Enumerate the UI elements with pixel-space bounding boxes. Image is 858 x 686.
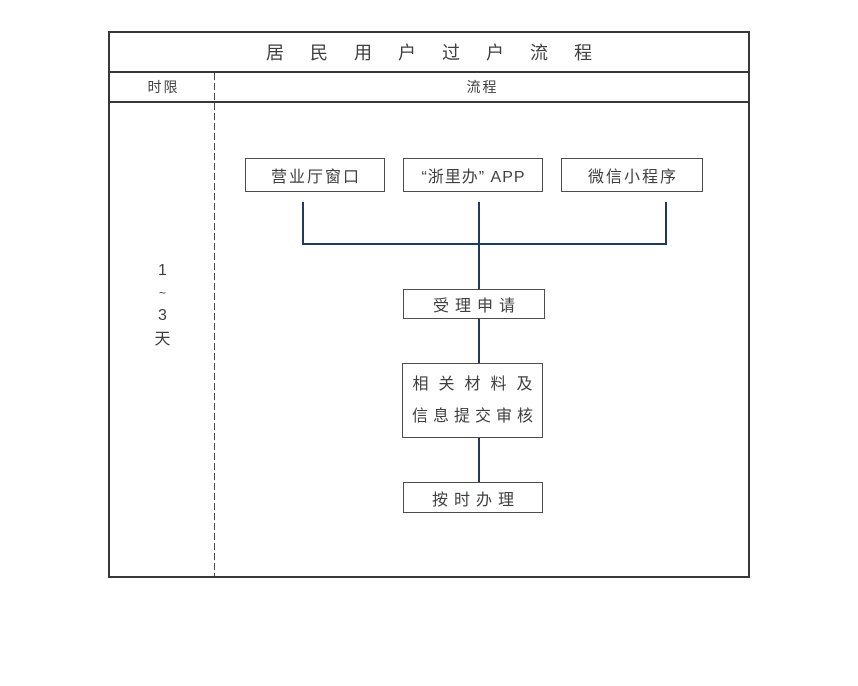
connector-line-from-wechat-mini-program xyxy=(665,202,667,243)
channel-box-label: 营业厅窗口 xyxy=(270,169,361,186)
step-box-label: 受理申请 xyxy=(432,298,521,315)
step-box-label-line-2: 信息提交审核 xyxy=(411,407,538,425)
title-row: 居民用户过户流程 xyxy=(110,33,748,73)
channel-box-label: “浙里办” APP xyxy=(421,169,526,186)
step-box-label-line-1: 相关材料及 xyxy=(412,375,543,393)
time-limit-value: 1 ~ 3 天 xyxy=(110,259,215,352)
time-limit-tilde: ~ xyxy=(158,286,166,300)
channel-box-business-hall-window: 营业厅窗口 xyxy=(245,158,385,192)
column-divider xyxy=(214,73,215,576)
step-box-materials-info-review: 相关材料及 信息提交审核 xyxy=(402,363,543,438)
time-limit-line-3: 3 xyxy=(158,307,167,324)
channel-box-wechat-mini-program: 微信小程序 xyxy=(561,158,703,192)
channel-box-label: 微信小程序 xyxy=(587,169,678,186)
step-box-accept-application: 受理申请 xyxy=(403,289,545,319)
column-header-time-limit: 时限 xyxy=(147,79,180,95)
connector-line-from-business-hall xyxy=(302,202,304,243)
step-box-label: 按时办理 xyxy=(431,491,520,509)
page-title: 居民用户过户流程 xyxy=(266,43,618,63)
connector-line-from-zheliban-app xyxy=(478,202,480,289)
connector-line-review-to-handle xyxy=(478,438,480,482)
time-limit-line-1: 1 xyxy=(158,262,167,279)
time-limit-unit: 天 xyxy=(154,331,171,348)
step-box-handle-on-time: 按时办理 xyxy=(403,482,543,513)
connector-line-merge-horizontal xyxy=(302,243,667,245)
column-header-process: 流程 xyxy=(466,79,499,95)
flowchart-frame: 居民用户过户流程 时限 流程 1 ~ 3 天 营业厅窗口 “浙里办” APP 微… xyxy=(108,31,750,578)
channel-box-zheliban-app: “浙里办” APP xyxy=(403,158,543,192)
connector-line-accept-to-review xyxy=(478,319,480,363)
table-header-row: 时限 流程 xyxy=(110,73,748,103)
